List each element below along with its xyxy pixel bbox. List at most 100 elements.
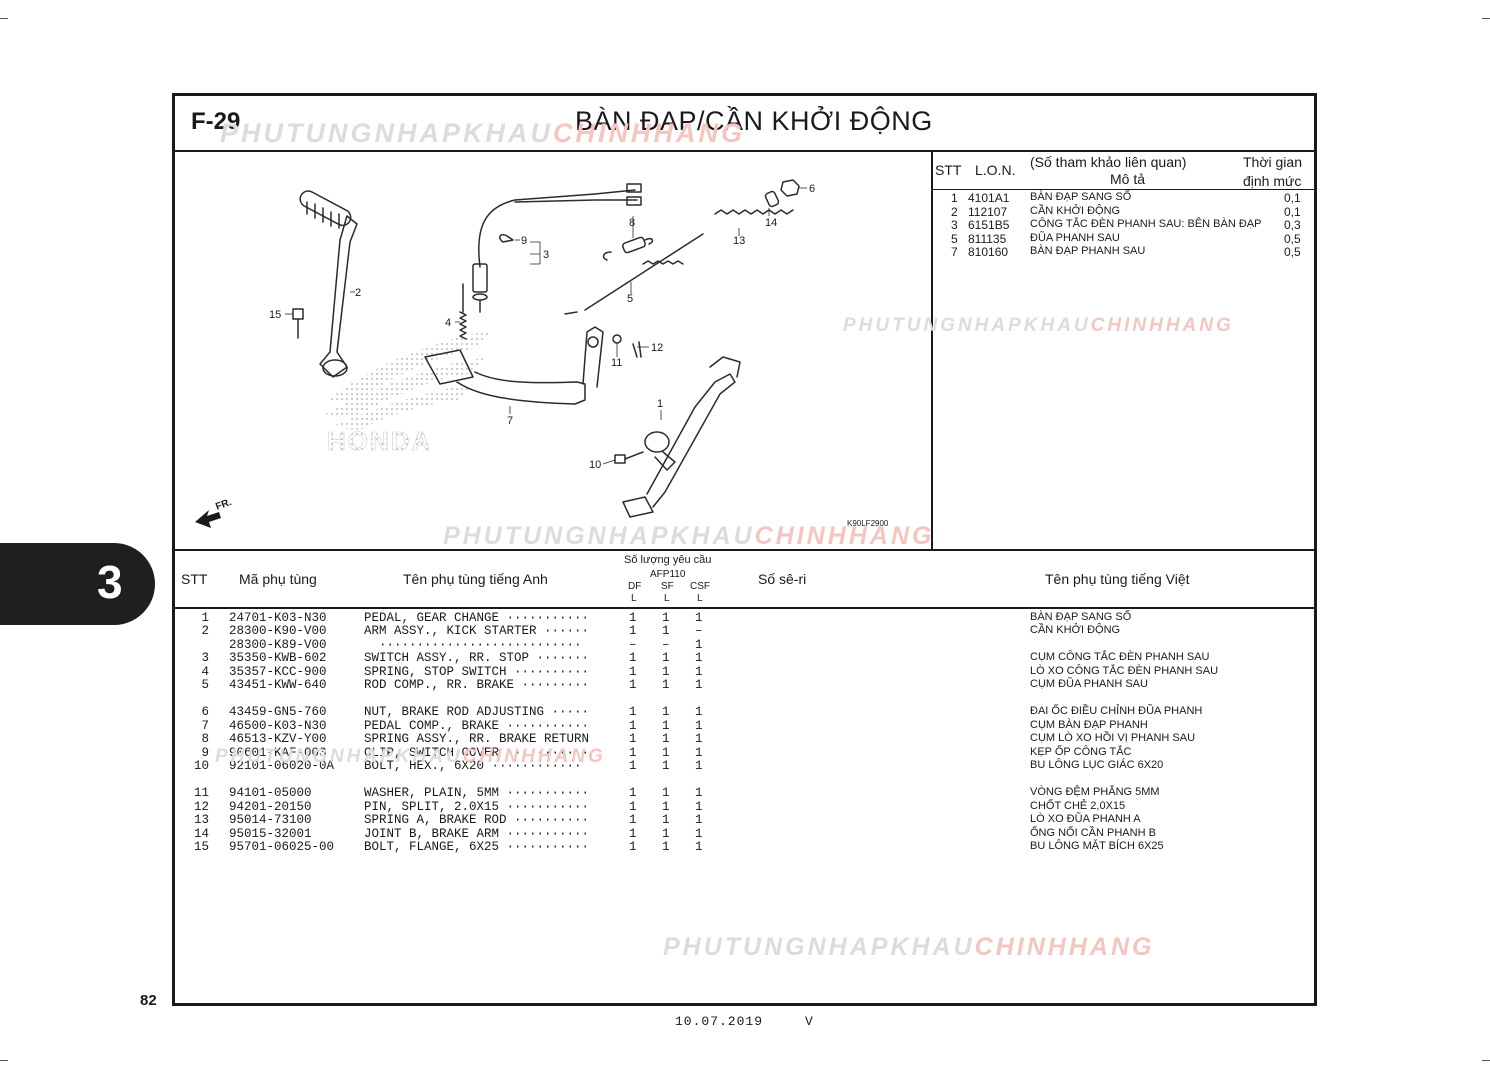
crop-mark (1482, 18, 1490, 19)
col-sf-sub: L (664, 593, 670, 604)
callout-13: 13 (733, 235, 745, 247)
cell-csf: 1 (695, 786, 703, 800)
cell-part: 24701-K03-N30 (229, 610, 327, 625)
callout-6: 6 (809, 183, 815, 195)
brake-rod-5 (564, 209, 794, 315)
cell-vi: CỤM BÀN ĐẠP PHANH (1030, 718, 1148, 731)
cell-csf: 1 (695, 637, 703, 652)
nut-6 (780, 179, 800, 197)
cell-stt: 9 (201, 745, 209, 760)
cell-vi: CẦN KHỞI ĐỘNG (1030, 624, 1121, 636)
diagram-divider (931, 151, 933, 549)
figure-id: K90LF2900 (847, 519, 889, 528)
watermark: PHUTUNGNHAPKHAUCHINHHANG (663, 933, 1155, 961)
watermark: PHUTUNGNHAPKHAUCHINHHANG (443, 522, 935, 550)
cell-df: 1 (629, 745, 637, 760)
cell-sf: 1 (662, 678, 670, 692)
cell-sf: 1 (662, 759, 670, 773)
gear-change-pedal (622, 356, 741, 518)
washer-11 (612, 334, 622, 344)
callout-14: 14 (765, 217, 777, 229)
cell-df: 1 (629, 624, 637, 638)
callout-3: 3 (543, 249, 549, 261)
footer-date: 10.07.2019 (675, 1014, 764, 1029)
cell-part: 46513-KZV-Y00 (229, 732, 327, 746)
table-top-divider (175, 549, 1314, 551)
col-df-sub: L (631, 593, 637, 604)
watermark: PHUTUNGNHAPKHAUCHINHHANG (220, 118, 745, 148)
bolt-10 (614, 451, 644, 464)
callout-2: 2 (355, 287, 361, 299)
cell-part: 43451-KWW-640 (229, 678, 327, 692)
cell-sf: 1 (662, 786, 670, 800)
cell-vi: CỤM CÔNG TẮC ĐÈN PHANH SAU (1030, 651, 1210, 663)
col-part-no: Mã phụ tùng (239, 571, 317, 587)
cell-sf: 1 (662, 624, 670, 638)
crop-mark (0, 1060, 8, 1061)
cell-df: 1 (629, 759, 637, 773)
cell-en: JOINT B, BRAKE ARM ··········· (364, 826, 590, 841)
cell-stt: 11 (193, 786, 209, 800)
cell-vi: ĐAI ỐC ĐIỀU CHỈNH ĐŨA PHANH (1030, 705, 1203, 717)
cell-csf: 1 (695, 732, 703, 746)
cell-vi: BU LÔNG LỤC GIÁC 6X20 (1030, 759, 1164, 771)
header-divider (175, 150, 1314, 152)
cell-stt: 13 (193, 813, 209, 827)
cell-stt: 1 (201, 610, 209, 625)
cell-df: 1 (629, 826, 637, 841)
cell-df: 1 (629, 799, 637, 814)
cell-df: 1 (629, 732, 637, 746)
cell-sf: 1 (662, 732, 670, 746)
cell-csf: 1 (695, 840, 703, 854)
cell-part: 46500-K03-N30 (229, 718, 327, 733)
cell-en: SPRING A, BRAKE ROD ·········· (364, 813, 590, 827)
cell-stt: 6 (201, 705, 209, 719)
col-name-en: Tên phụ tùng tiếng Anh (403, 571, 548, 587)
section-tab: 3 (0, 543, 155, 625)
cell-csf: 1 (695, 678, 703, 692)
cell-en: CLIP, SWITCH COVER ··········· (364, 745, 590, 760)
page-number: 82 (140, 992, 157, 1009)
watermark: PHUTUNGNHAPKHAUCHINHHANG (843, 315, 1234, 336)
cell-sf: 1 (662, 799, 670, 814)
bolt-15 (292, 308, 304, 339)
leader-lines (285, 187, 807, 465)
cell-sf: 1 (662, 745, 670, 760)
cell-part: 28300-K90-V00 (229, 624, 327, 638)
cell-csf: 1 (695, 664, 703, 679)
cell-sf: 1 (662, 826, 670, 841)
ref-head-time: Thời gian (1243, 154, 1302, 170)
cell-sf: 1 (662, 651, 670, 665)
clip-9 (499, 233, 514, 243)
cell-df: 1 (629, 840, 637, 854)
cell-sf: 1 (662, 718, 670, 733)
cell-vi: KẸP ỐP CÔNG TẮC (1030, 745, 1132, 758)
cell-part: 43459-GN5-760 (229, 705, 327, 719)
cell-en: ARM ASSY., KICK STARTER ······ (364, 624, 590, 638)
col-stt: STT (181, 571, 208, 587)
cell-vi: LÒ XO ĐŨA PHANH A (1030, 813, 1141, 825)
exploded-diagram: HONDA (195, 179, 889, 528)
cell-df: 1 (629, 610, 637, 625)
cell-vi: CỤM ĐŨA PHANH SAU (1030, 678, 1148, 690)
cell-stt: 12 (193, 799, 209, 814)
ref-head-lon: L.O.N. (975, 162, 1016, 178)
crop-mark (0, 18, 8, 19)
col-serial: Số sê-ri (758, 571, 807, 587)
callout-4: 4 (445, 317, 451, 329)
cell-df: 1 (629, 786, 637, 800)
cell-stt: 8 (201, 732, 209, 746)
section-number: 3 (97, 556, 123, 608)
ref-head-time-2: định mức (1243, 173, 1302, 189)
cell-vi: BÀN ĐẠP SANG SỐ (1030, 610, 1132, 623)
callout-labels: 1 2 3 4 5 6 7 8 9 10 11 12 13 14 15 (269, 183, 815, 471)
